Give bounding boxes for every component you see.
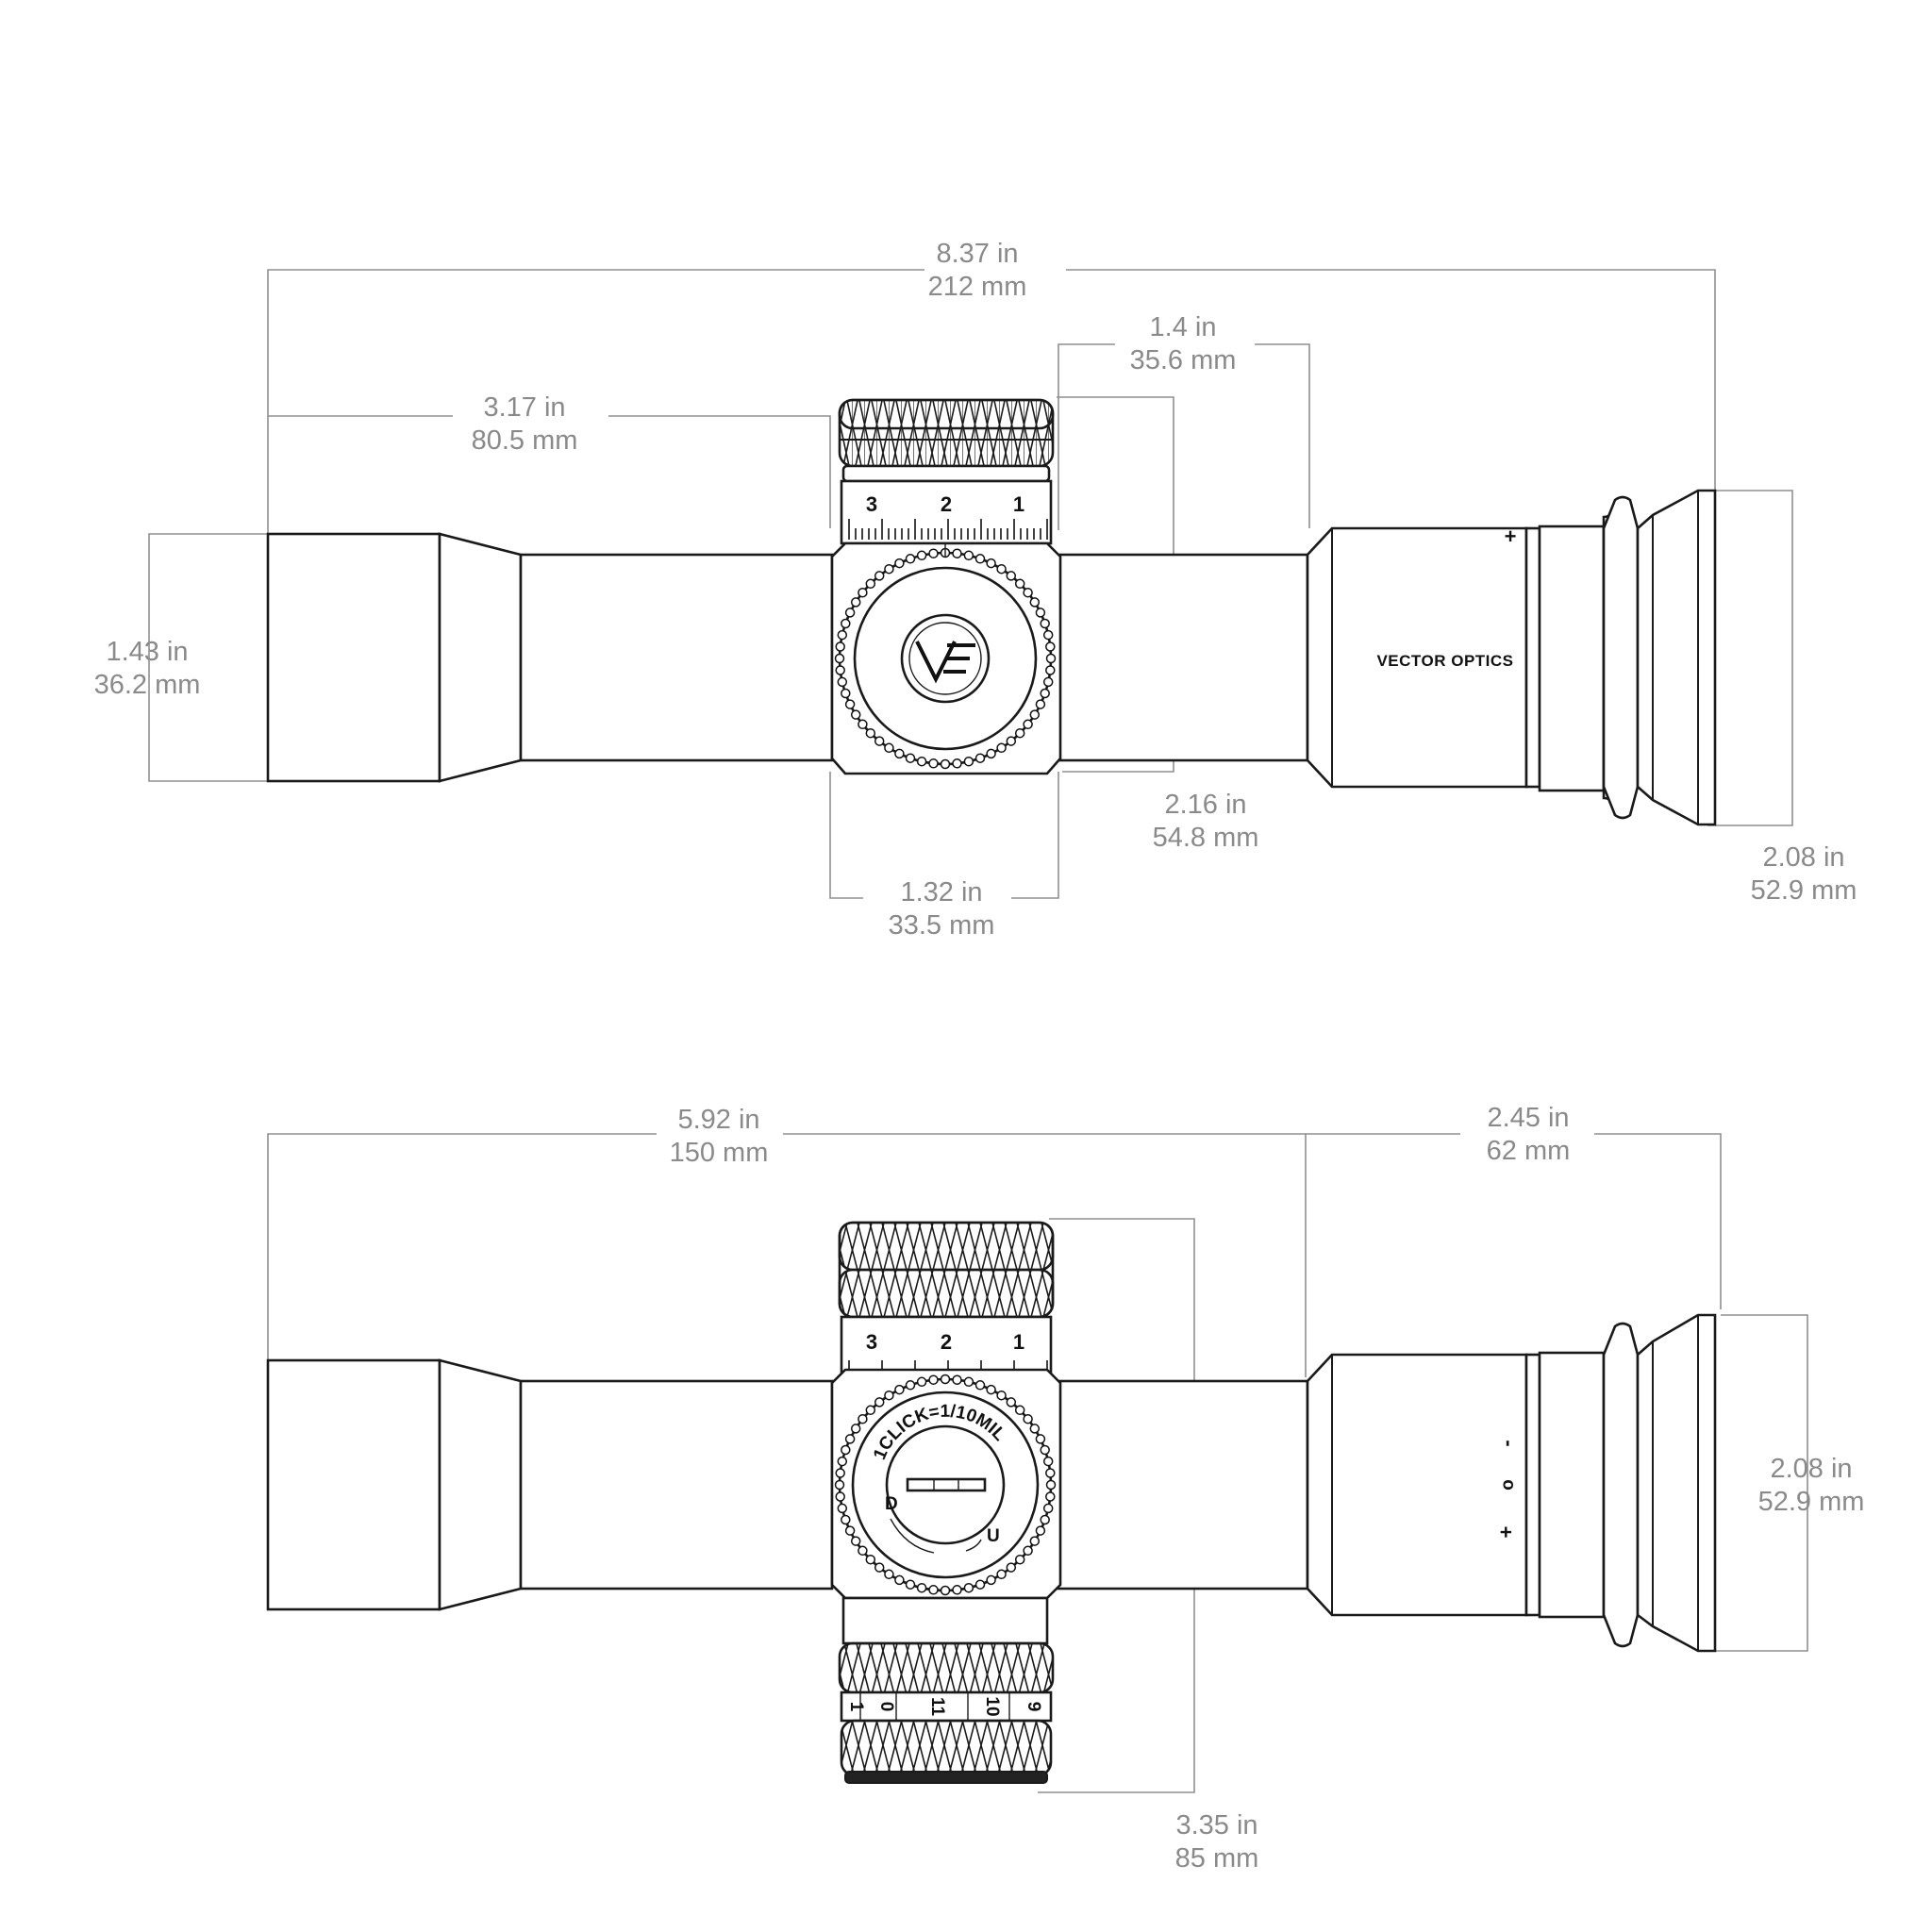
objective-to-turret-in: 3.17 in (483, 392, 565, 423)
cap-slot (906, 1477, 987, 1492)
top-turret: 3 2 1 (830, 398, 1062, 775)
lower-scale-11: 11 (927, 1697, 947, 1717)
eyepiece-minus-mark: - (1494, 1440, 1518, 1446)
bottom-turret-scale-1: 1 (1013, 1330, 1024, 1354)
objective-diameter-in: 1.43 in (106, 637, 188, 667)
bottom-view: 5.92 in 150 mm 2.45 in 62 mm 2.08 in 52.… (266, 1103, 1865, 1874)
bottom-turret-scale-3: 3 (866, 1330, 877, 1354)
lower-scale-1: 1 (846, 1702, 866, 1712)
arrow-u-icon (965, 1539, 982, 1552)
bottom-eyepiece-flange (1602, 1322, 1640, 1648)
bottom-turret-saddle: 1CLICK=1/10MIL D U (830, 1368, 1062, 1600)
arrow-d-icon (890, 1518, 935, 1554)
top-scope-body: + VECTOR OPTICS (266, 489, 1717, 826)
eyecup (1636, 489, 1717, 826)
vo-logo-icon (915, 641, 975, 684)
magnification-ring (1524, 526, 1541, 789)
cap-d-label: D (885, 1494, 898, 1514)
turret-knurl (838, 398, 1055, 468)
turret-scale-2: 2 (941, 492, 952, 516)
lower-scale-10: 10 (982, 1696, 1002, 1716)
turret-to-eyepiece-in: 1.4 in (1150, 312, 1217, 342)
bottom-main-tube-left (519, 1379, 834, 1591)
eyepiece-zero-mark: o (1498, 1479, 1518, 1491)
top-turret-ticks (848, 519, 1048, 540)
turret-height-mm: 54.8 mm (1153, 823, 1259, 853)
overall-length-in: 8.37 in (936, 239, 1018, 269)
eyepiece-length-in: 2.45 in (1487, 1103, 1569, 1133)
turret-width-in: 1.32 in (900, 877, 982, 908)
objective-bell (266, 532, 441, 783)
bottom-objective-bell (266, 1358, 441, 1611)
eyepiece-plus-mark: + (1505, 525, 1517, 548)
lower-turret-knurl (838, 1641, 1055, 1694)
bottom-side-dial-teeth (834, 1374, 1057, 1596)
objective-to-eyepiece-mm: 150 mm (670, 1138, 769, 1168)
lower-scale-9: 9 (1024, 1702, 1043, 1712)
turret-scale-1: 1 (1013, 492, 1024, 516)
cap-u-label: U (987, 1526, 1000, 1546)
eyepiece-flange (1602, 495, 1640, 820)
objective-to-eyepiece-in: 5.92 in (677, 1105, 759, 1135)
main-tube-right (1053, 553, 1309, 762)
bottom-turret-scale-2: 2 (941, 1330, 952, 1354)
side-dial-teeth (834, 547, 1057, 770)
objective-diameter-mm: 36.2 mm (94, 670, 201, 700)
bottom-eyepiece-diameter-in: 2.08 in (1770, 1454, 1852, 1484)
lower-turret-neck (841, 1596, 1049, 1645)
overall-length-mm: 212 mm (928, 272, 1027, 302)
turret-scale-band (840, 479, 1053, 545)
bottom-eyepiece-body (1306, 1353, 1528, 1617)
bottom-eyecup (1636, 1313, 1717, 1653)
lower-scale-0: 0 (876, 1702, 896, 1712)
eyepiece-length-mm: 62 mm (1487, 1136, 1571, 1166)
bottom-eyepiece-diameter-mm: 52.9 mm (1758, 1487, 1865, 1517)
turret-to-eyepiece-mm: 35.6 mm (1130, 345, 1237, 375)
bottom-scope-body: - o + (266, 1313, 1717, 1653)
eyepiece-diameter-mm: 52.9 mm (1751, 875, 1857, 906)
top-dimension-labels: 8.37 in 212 mm 3.17 in 80.5 mm 1.4 in 35… (94, 239, 1857, 941)
top-dimension-lines (148, 269, 1793, 899)
bottom-dimension-labels: 5.92 in 150 mm 2.45 in 62 mm 2.08 in 52.… (670, 1103, 1865, 1874)
bottom-upper-turret: 3 2 1 (838, 1221, 1055, 1387)
top-view: 8.37 in 212 mm 3.17 in 80.5 mm 1.4 in 35… (94, 239, 1857, 941)
objective-to-turret-mm: 80.5 mm (472, 425, 578, 456)
main-tube-left (519, 553, 834, 762)
eyepiece-plus-mark-bottom: + (1494, 1526, 1518, 1539)
bottom-lower-turret: 1 0 11 10 9 (838, 1596, 1055, 1784)
objective-taper (438, 532, 523, 783)
brand-logo-text: VECTOR OPTICS (1376, 652, 1513, 670)
bottom-main-tube-right (1053, 1379, 1309, 1591)
turret-height-in: 2.16 in (1164, 790, 1246, 820)
turret-scale-3: 3 (866, 492, 877, 516)
eyepiece-diameter-in: 2.08 in (1762, 842, 1844, 873)
lower-turret-cap (840, 1719, 1053, 1777)
turret-total-height-in: 3.35 in (1175, 1810, 1257, 1840)
turret-total-height-mm: 85 mm (1175, 1843, 1259, 1874)
turret-width-mm: 33.5 mm (889, 910, 995, 941)
